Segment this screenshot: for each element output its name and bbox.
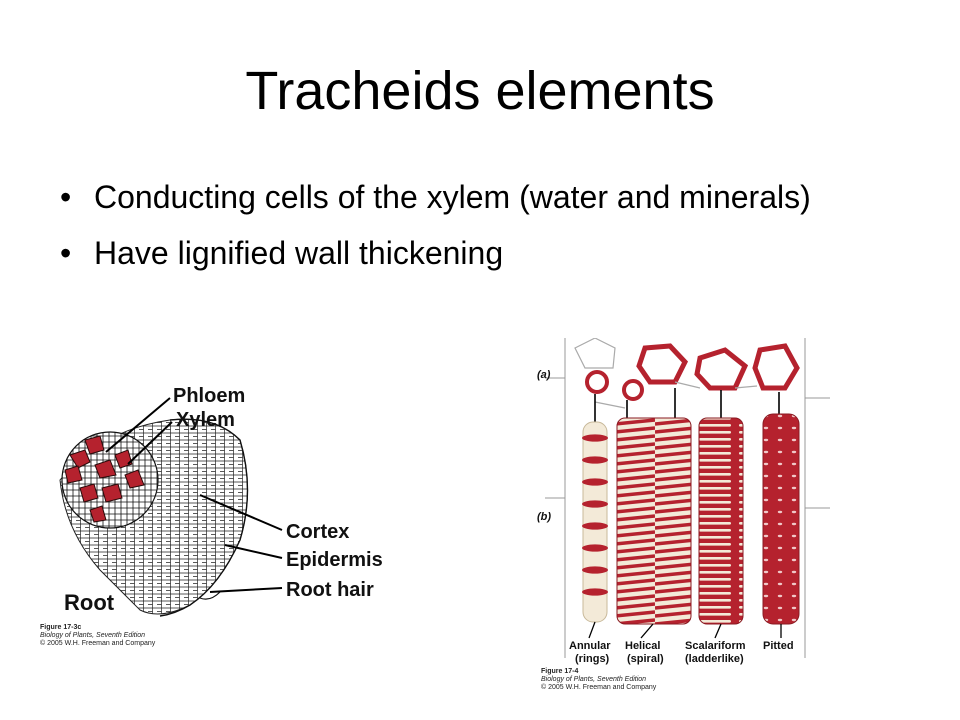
pitted-label: Pitted bbox=[763, 640, 794, 652]
helical-sub: (spiral) bbox=[627, 653, 664, 665]
bullet-text: Conducting cells of the xylem (water and… bbox=[94, 179, 811, 215]
annular-label: Annular bbox=[569, 640, 611, 652]
slide-title: Tracheids elements bbox=[245, 61, 715, 121]
bullet-item: • Conducting cells of the xylem (water an… bbox=[60, 178, 880, 216]
caption-book: Biology of Plants, Seventh Edition bbox=[40, 632, 146, 639]
left-figure-caption: Figure 17-3c Biology of Plants, Seventh … bbox=[40, 624, 155, 648]
caption-figure: Figure 17-4 bbox=[541, 668, 579, 675]
cortex-label: Cortex bbox=[286, 521, 349, 543]
bullet-text: Have lignified wall thickening bbox=[94, 235, 504, 271]
xylem-label: Xylem bbox=[176, 409, 235, 431]
root-label: Root bbox=[64, 590, 115, 615]
annular-tracheid bbox=[582, 421, 608, 623]
helical-tracheid bbox=[616, 417, 692, 625]
pitted-tracheid bbox=[762, 413, 800, 625]
annular-sub: (rings) bbox=[575, 653, 610, 665]
caption-figure: Figure 17-3c bbox=[40, 624, 82, 631]
right-figure-caption: Figure 17-4 Biology of Plants, Seventh E… bbox=[541, 668, 656, 692]
bullet-dot: • bbox=[60, 235, 72, 271]
scalariform-tracheid bbox=[698, 417, 744, 625]
caption-book: Biology of Plants, Seventh Edition bbox=[541, 676, 647, 683]
phloem-label: Phloem bbox=[173, 385, 245, 407]
bullet-dot: • bbox=[60, 179, 72, 215]
panel-a-label: (a) bbox=[537, 369, 551, 381]
panel-b-label: (b) bbox=[537, 511, 551, 523]
caption-copyright: © 2005 W.H. Freeman and Company bbox=[40, 640, 156, 647]
epidermis-label: Epidermis bbox=[286, 549, 383, 571]
root-section-illustration: Phloem Xylem Cortex Epidermis Root hair … bbox=[59, 385, 383, 617]
bullet-list: • Conducting cells of the xylem (water an… bbox=[60, 178, 880, 290]
scalariform-label: Scalariform bbox=[685, 640, 746, 652]
caption-copyright: © 2005 W.H. Freeman and Company bbox=[541, 684, 657, 691]
helical-label: Helical bbox=[625, 640, 660, 652]
scalariform-sub: (ladderlike) bbox=[685, 653, 744, 665]
root-hair-label: Root hair bbox=[286, 579, 374, 601]
tracheid-types-figure: (a) (b) Annular (rings) Helical (spiral)… bbox=[535, 338, 835, 691]
tracheid-types-illustration: (a) (b) Annular (rings) Helical (spiral)… bbox=[537, 338, 830, 665]
root-section-figure: Phloem Xylem Cortex Epidermis Root hair … bbox=[40, 370, 420, 660]
bullet-item: • Have lignified wall thickening bbox=[60, 234, 880, 272]
